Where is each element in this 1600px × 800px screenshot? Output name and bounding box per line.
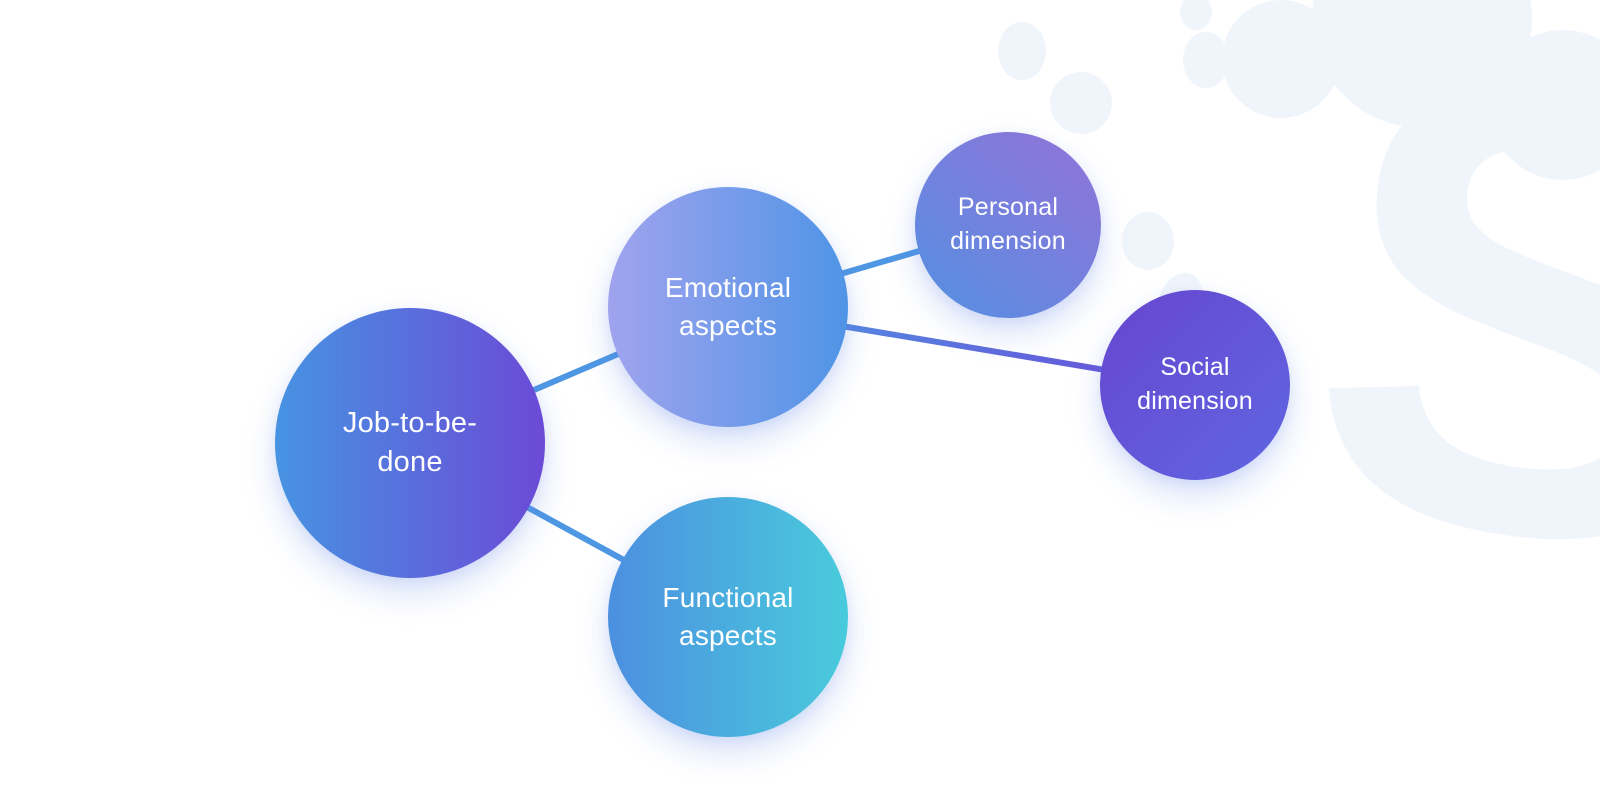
node-label: Functional aspects (662, 582, 794, 651)
node-social-dimension[interactable]: Social dimension (1100, 290, 1290, 480)
node-label: Job-to-be- done (342, 406, 478, 478)
node-personal-dimension[interactable]: Personal dimension (915, 132, 1101, 318)
node-functional-aspects[interactable]: Functional aspects (608, 497, 848, 737)
node-label: Social dimension (1137, 353, 1253, 415)
node-label: Emotional aspects (664, 272, 792, 341)
node-emotional-aspects[interactable]: Emotional aspects (608, 187, 848, 427)
node-job-to-be-done[interactable]: Job-to-be- done (275, 308, 545, 578)
node-label: Personal dimension (950, 193, 1066, 255)
